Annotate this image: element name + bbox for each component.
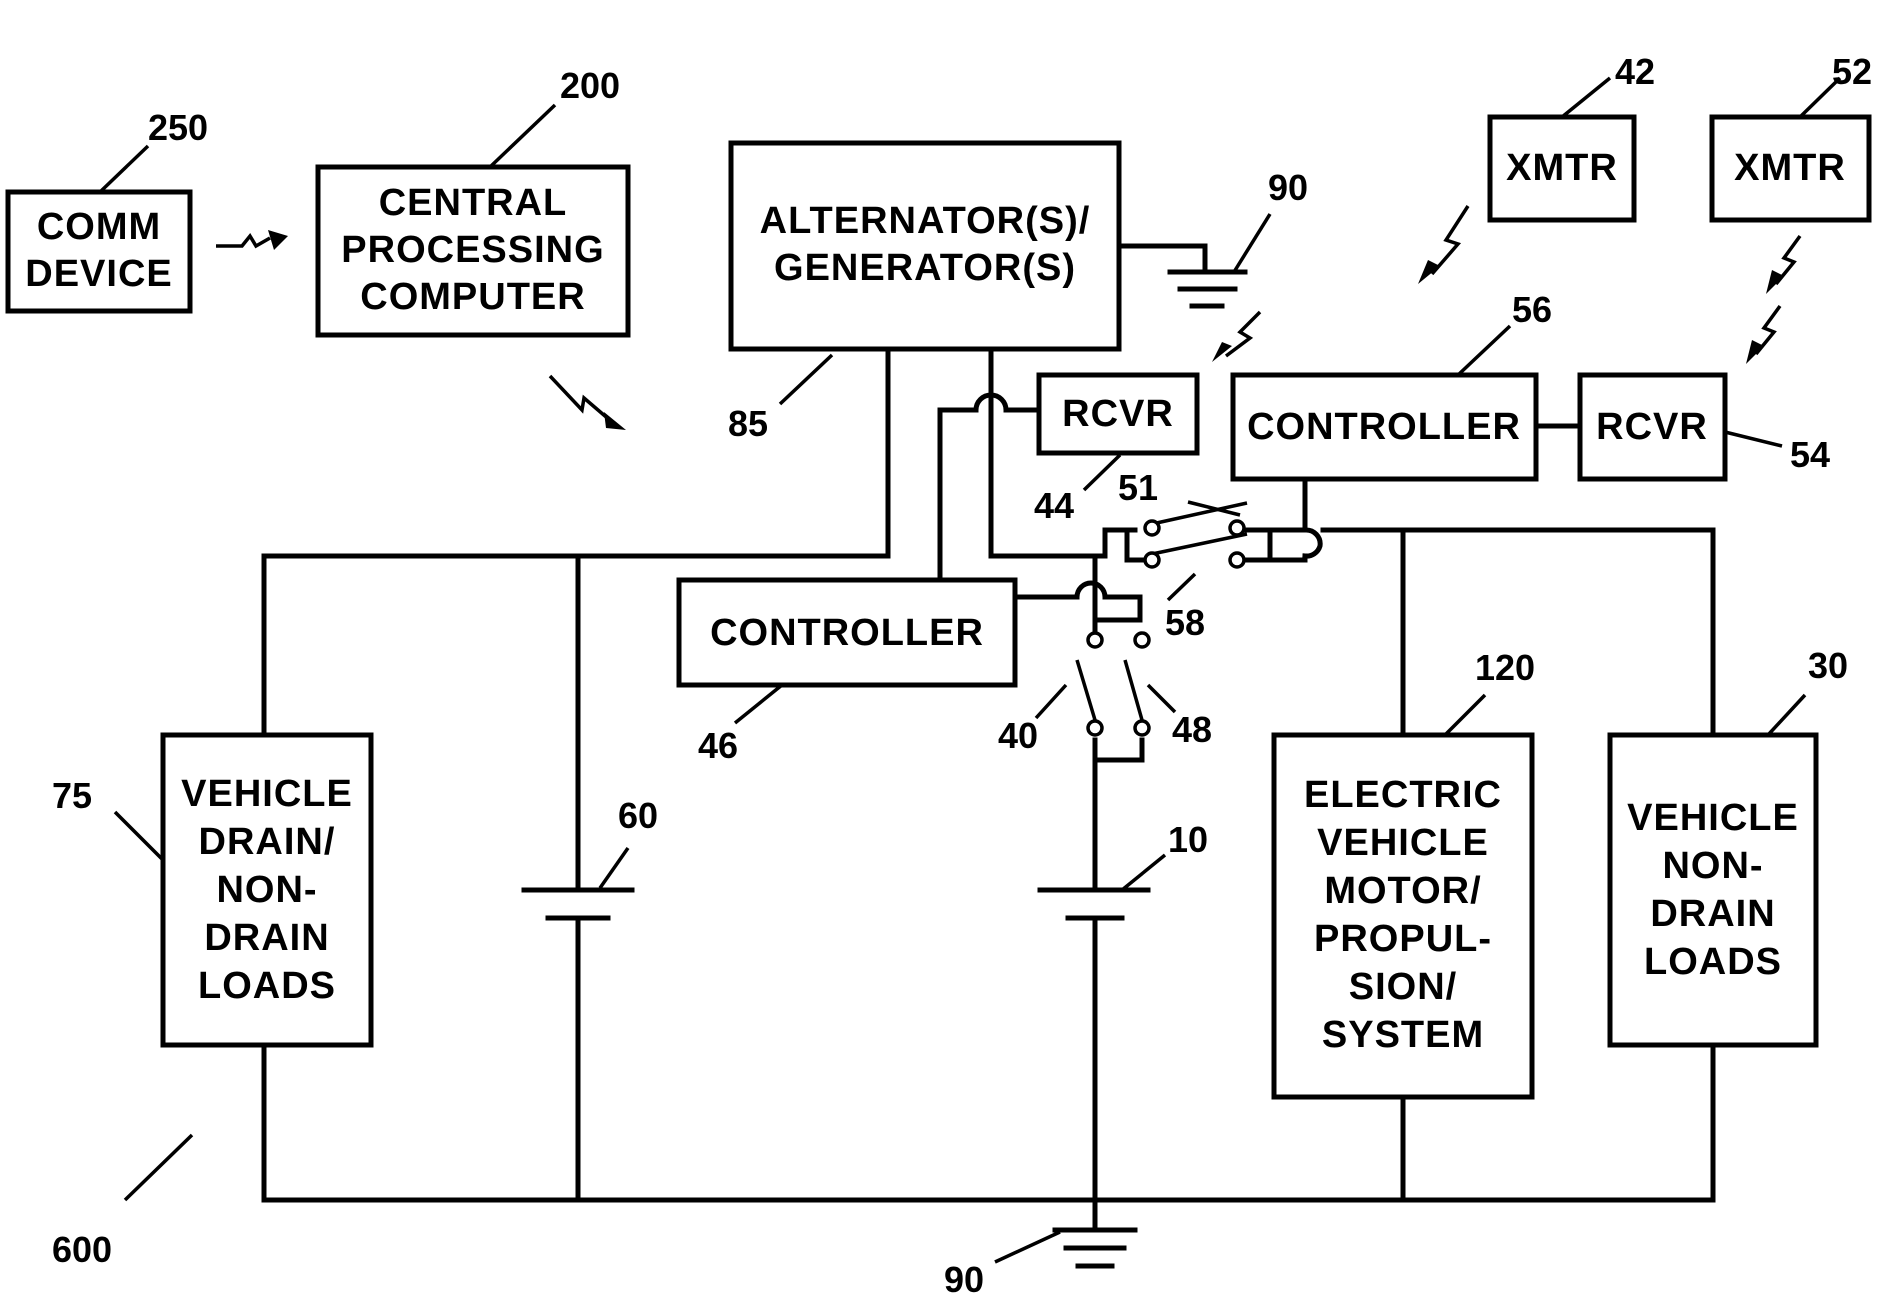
evm-label-3: MOTOR/ [1324,870,1481,912]
alternator-label-1: ALTERNATOR(S)/ [760,200,1091,242]
wireless-arrow-cpc [550,376,626,430]
comm-device-box: COMM DEVICE [8,192,190,311]
vehicle-non-drain-loads-box: VEHICLE NON- DRAIN LOADS [1610,735,1816,1045]
vdl-label-3: NON- [216,869,317,911]
switch-58-right-wire [1242,530,1305,560]
switch-48-contact-top [1135,633,1149,647]
switch-40-contact-bottom [1088,721,1102,735]
switch-51-right-wire [1242,530,1320,556]
ground-top-symbol [1119,246,1245,306]
xmtr-42-box: XMTR [1490,117,1634,220]
cpc-label-3: COMPUTER [360,276,585,318]
wireless-arrow-xmtr52-a [1766,236,1800,294]
controller-46-label: CONTROLLER [710,612,984,654]
wireless-arrow-rcvr44 [1212,312,1260,362]
vdl-label-5: LOADS [198,965,336,1007]
vehicle-drain-loads-box: VEHICLE DRAIN/ NON- DRAIN LOADS [163,735,371,1045]
evm-label-4: PROPUL- [1314,918,1492,960]
ref-54: 54 [1790,434,1830,475]
controller46-switch-wire [1015,583,1140,620]
ref-10: 10 [1168,819,1208,860]
switch-58-blade [1152,534,1247,554]
ref-56: 56 [1512,289,1552,330]
ground-bottom-symbol [1055,1230,1135,1266]
battery-60-symbol [524,890,632,918]
xmtr-52-label: XMTR [1734,147,1846,189]
ref-30: 30 [1808,645,1848,686]
comm-device-label-2: DEVICE [25,253,172,295]
rcvr-54-box: RCVR [1580,375,1725,479]
rcvr-44-label: RCVR [1062,393,1174,435]
ref-75: 75 [52,775,92,816]
comm-device-label-1: COMM [37,206,161,248]
ref-48: 48 [1172,709,1212,750]
vndl-label-4: LOADS [1644,941,1782,983]
ref-58: 58 [1165,602,1205,643]
alternator-generator-box: ALTERNATOR(S)/ GENERATOR(S) [731,143,1119,349]
central-processing-computer-box: CENTRAL PROCESSING COMPUTER [318,167,628,335]
vdl-label-1: VEHICLE [181,773,353,815]
cpc-label-2: PROCESSING [341,229,604,271]
ref-46: 46 [698,725,738,766]
switch-58-contact-left [1145,553,1159,567]
vdl-label-2: DRAIN/ [199,821,336,863]
right-top-bus-wire [1323,530,1713,735]
ref-40: 40 [998,715,1038,756]
wireless-arrow-xmtr52-b [1746,306,1780,364]
switch-40-blade [1077,660,1095,720]
ref-120: 120 [1475,647,1535,688]
controller-56-label: CONTROLLER [1247,406,1521,448]
switch-51-contact-left [1145,521,1159,535]
wireless-arrow-comm [216,230,288,250]
xmtr-42-label: XMTR [1506,147,1618,189]
switch-58-contact-right [1230,553,1244,567]
battery-10-symbol [1040,890,1148,918]
ref-200: 200 [560,65,620,106]
vndl-label-3: DRAIN [1650,893,1775,935]
vndl-label-2: NON- [1662,845,1763,887]
ref-44: 44 [1034,485,1074,526]
ref-90-bottom: 90 [944,1259,984,1297]
ref-85: 85 [728,403,768,444]
ref-90-top: 90 [1268,167,1308,208]
ref-52: 52 [1832,51,1872,92]
alternator-label-2: GENERATOR(S) [774,247,1076,289]
switch-40-contact-top [1088,633,1102,647]
controller-46-box: CONTROLLER [679,580,1015,685]
switch-bottom-join-wire [1095,740,1142,760]
ref-42: 42 [1615,51,1655,92]
switch-51-contact-right [1230,521,1244,535]
switch-48-blade [1125,660,1142,720]
evm-label-5: SION/ [1349,966,1457,1008]
rcvr-54-label: RCVR [1596,406,1708,448]
vdl-label-4: DRAIN [204,917,329,959]
controller-56-box: CONTROLLER [1233,375,1536,479]
evm-label-1: ELECTRIC [1304,774,1502,816]
switch-upper-wire [1105,530,1135,556]
electric-vehicle-motor-box: ELECTRIC VEHICLE MOTOR/ PROPUL- SION/ SY… [1274,735,1532,1097]
rcvr-44-box: RCVR [1039,375,1197,453]
cpc-label-1: CENTRAL [379,182,568,224]
vndl-label-1: VEHICLE [1627,797,1799,839]
ref-250: 250 [148,107,208,148]
wireless-arrow-xmtr42 [1418,206,1468,284]
evm-label-6: SYSTEM [1322,1014,1484,1056]
ref-60: 60 [618,795,658,836]
evm-label-2: VEHICLE [1317,822,1489,864]
xmtr-52-box: XMTR [1712,117,1869,220]
switch-48-contact-bottom [1135,721,1149,735]
ref-600: 600 [52,1229,112,1270]
ref-51: 51 [1118,467,1158,508]
